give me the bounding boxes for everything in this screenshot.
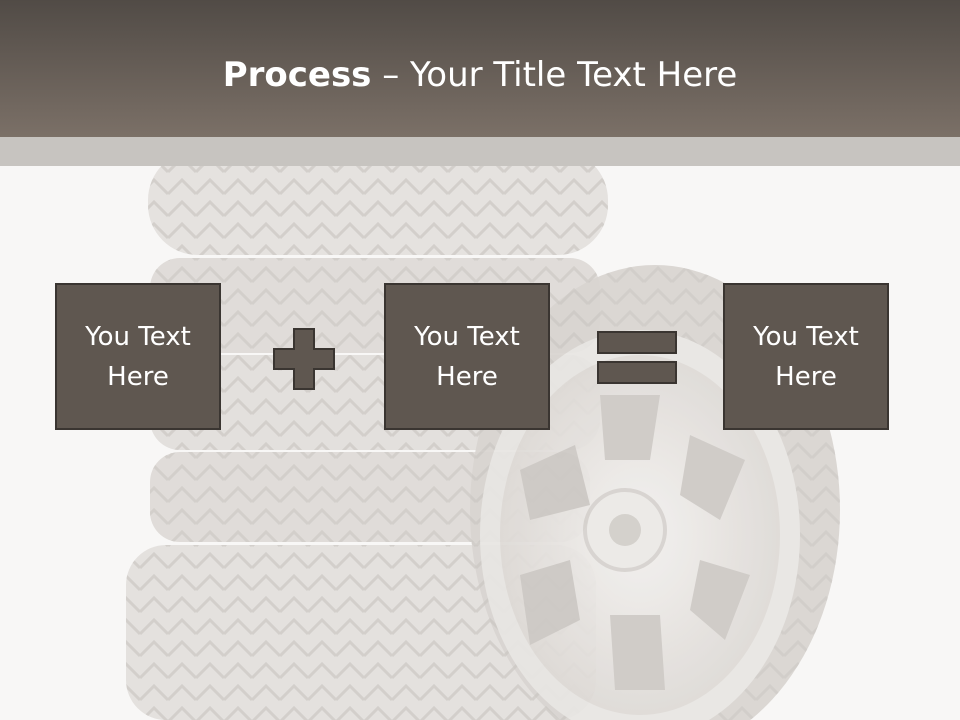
- process-box-1[interactable]: You Text Here: [55, 283, 221, 430]
- slide-title: Process – Your Title Text Here: [0, 52, 960, 98]
- process-box-3-text: You Text Here: [753, 321, 859, 392]
- title-bold: Process: [222, 55, 372, 95]
- title-bar: [0, 0, 960, 137]
- equals-icon: [597, 331, 677, 384]
- process-box-2-text: You Text Here: [414, 321, 520, 392]
- header-strip: [0, 137, 960, 166]
- plus-icon: [273, 328, 335, 390]
- process-box-1-text: You Text Here: [85, 321, 191, 392]
- title-rest: – Your Title Text Here: [371, 55, 738, 95]
- process-box-2[interactable]: You Text Here: [384, 283, 550, 430]
- process-box-3[interactable]: You Text Here: [723, 283, 889, 430]
